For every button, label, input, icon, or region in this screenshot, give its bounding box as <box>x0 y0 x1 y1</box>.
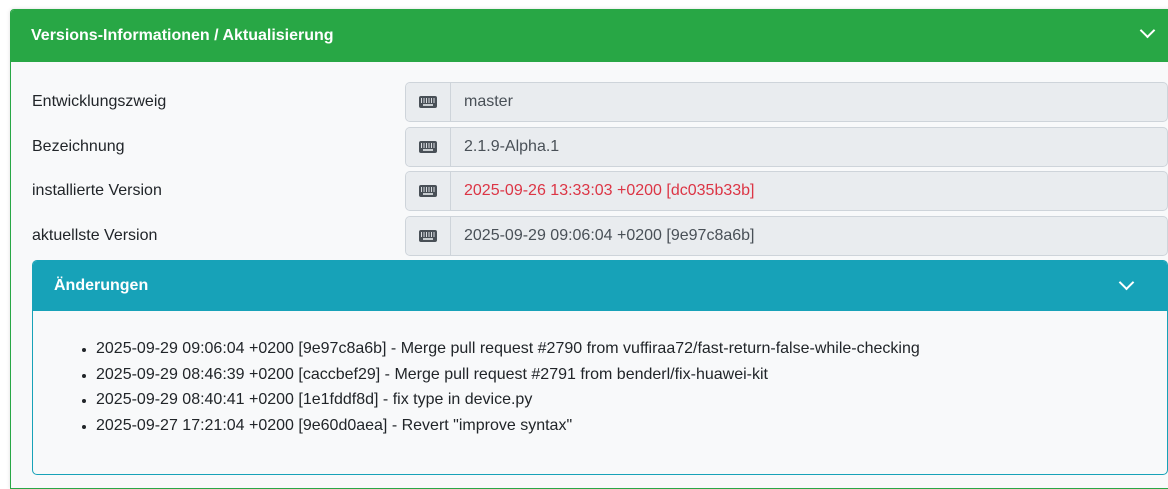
installed-version-field: 2025-09-26 13:33:03 +0200 [dc035b33b] <box>405 171 1168 211</box>
changes-card: Änderungen 2025-09-29 09:06:04 +0200 [9e… <box>32 260 1168 475</box>
changes-card-header[interactable]: Änderungen <box>33 261 1167 311</box>
name-field: 2.1.9-Alpha.1 <box>405 126 1168 167</box>
list-item: 2025-09-29 08:46:39 +0200 [caccbef29] - … <box>96 362 1167 388</box>
chevron-down-icon[interactable] <box>1139 22 1156 39</box>
list-item: 2025-09-27 17:21:04 +0200 [9e60d0aea] - … <box>96 413 1167 439</box>
branch-value: master <box>464 93 513 110</box>
version-info-card-body: Entwicklungszweig master Bezeichnung 2.1… <box>11 62 1168 475</box>
changes-card-body: 2025-09-29 09:06:04 +0200 [9e97c8a6b] - … <box>33 311 1167 438</box>
field-label: Bezeichnung <box>32 137 125 155</box>
field-label: installierte Version <box>32 182 162 199</box>
version-info-card-header[interactable]: Versions-Informationen / Aktualisierung <box>11 10 1168 62</box>
field-label: aktuellste Version <box>32 226 158 244</box>
latest-version-field: 2025-09-29 09:06:04 +0200 [9e97c8a6b] <box>405 215 1168 256</box>
version-info-card: Versions-Informationen / Aktualisierung … <box>10 9 1168 489</box>
keyboard-icon <box>406 172 451 210</box>
card-title: Versions-Informationen / Aktualisierung <box>31 27 334 44</box>
name-value: 2.1.9-Alpha.1 <box>464 137 560 155</box>
field-row-branch: Entwicklungszweig master <box>32 82 1168 122</box>
latest-version-value: 2025-09-29 09:06:04 +0200 [9e97c8a6b] <box>464 226 755 244</box>
changes-list: 2025-09-29 09:06:04 +0200 [9e97c8a6b] - … <box>80 336 1167 438</box>
field-row-name: Bezeichnung 2.1.9-Alpha.1 <box>32 126 1168 167</box>
field-row-latest-version: aktuellste Version 2025-09-29 09:06:04 +… <box>32 215 1168 256</box>
keyboard-icon <box>406 127 451 166</box>
keyboard-icon <box>406 216 451 255</box>
branch-field: master <box>405 82 1168 122</box>
list-item: 2025-09-29 09:06:04 +0200 [9e97c8a6b] - … <box>96 336 1167 362</box>
keyboard-icon <box>406 83 451 121</box>
changes-title: Änderungen <box>54 277 149 294</box>
list-item: 2025-09-29 08:40:41 +0200 [1e1fddf8d] - … <box>96 387 1167 413</box>
field-row-installed-version: installierte Version 2025-09-26 13:33:03… <box>32 171 1168 211</box>
field-label: Entwicklungszweig <box>32 93 167 110</box>
installed-version-value: 2025-09-26 13:33:03 +0200 [dc035b33b] <box>464 182 755 199</box>
chevron-down-icon[interactable] <box>1118 274 1135 291</box>
